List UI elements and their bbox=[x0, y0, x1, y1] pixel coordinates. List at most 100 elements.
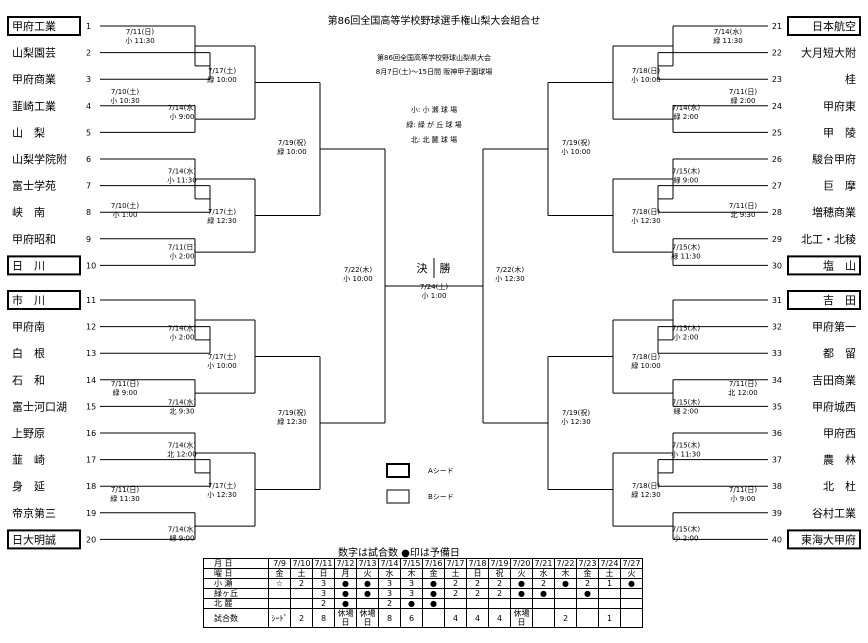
schedule-row-label: 曜 日 bbox=[203, 568, 269, 579]
team-name: 吉 田 bbox=[823, 294, 856, 307]
schedule-cell: ● bbox=[532, 588, 555, 599]
team-number: 21 bbox=[772, 22, 782, 31]
match-date: 7/11(日) bbox=[729, 88, 757, 96]
schedule-cell: ● bbox=[620, 578, 643, 589]
match-date: 7/19(祝) bbox=[278, 138, 306, 147]
team-number: 34 bbox=[772, 376, 782, 385]
schedule-cell: 土 bbox=[444, 568, 467, 579]
team-number: 13 bbox=[86, 349, 96, 358]
schedule-cell: 8 bbox=[378, 608, 401, 628]
schedule-cell: 7/16 bbox=[422, 558, 445, 569]
match-time: 緑 11:30 bbox=[713, 36, 742, 45]
team-name: 駿台甲府 bbox=[812, 152, 856, 166]
match-time: 小 9:00 bbox=[731, 494, 756, 503]
schedule-cell: 祝 bbox=[488, 568, 511, 579]
match-time: 北 9:30 bbox=[731, 211, 756, 219]
team-name: 甲府工業 bbox=[12, 19, 56, 33]
team-number: 16 bbox=[86, 429, 96, 438]
schedule-cell: 6 bbox=[400, 608, 423, 628]
team-name: 塩 山 bbox=[823, 258, 856, 272]
schedule-cell: 4 bbox=[488, 608, 511, 628]
match-time: 小 12:30 bbox=[561, 417, 590, 426]
schedule-cell: 日 bbox=[312, 568, 335, 579]
schedule-cell bbox=[422, 608, 445, 628]
schedule-cell: 7/12 bbox=[334, 558, 357, 569]
schedule-cell: 7/27 bbox=[620, 558, 643, 569]
schedule-cell: 2 bbox=[444, 578, 467, 589]
a-seed-box bbox=[7, 290, 81, 310]
team-number: 37 bbox=[772, 456, 782, 465]
schedule-cell: 月 bbox=[334, 568, 357, 579]
match-time: 小 11:30 bbox=[167, 176, 196, 185]
page-title: 第86回全国高等学校野球選手権山梨大会組合せ bbox=[328, 14, 541, 27]
match-date: 7/19(祝) bbox=[562, 138, 590, 147]
team-number: 1 bbox=[86, 22, 91, 31]
match-time: 緑 2:00 bbox=[674, 112, 699, 121]
schedule-cell: 2 bbox=[466, 588, 489, 599]
match-time: 緑 12:30 bbox=[277, 417, 306, 426]
venue-key-1: 小: 小 瀬 球 場 bbox=[411, 105, 457, 114]
schedule-cell: 7/9 bbox=[268, 558, 291, 569]
match-time: 小 1:00 bbox=[113, 210, 138, 219]
schedule-cell: 2 bbox=[378, 598, 401, 609]
match-time: 小 10:30 bbox=[110, 96, 139, 105]
a-seed-box bbox=[787, 529, 861, 550]
team-number: 2 bbox=[86, 49, 91, 58]
schedule-cell bbox=[554, 598, 577, 609]
team-name: 増穂商業 bbox=[812, 205, 856, 219]
a-seed-swatch bbox=[386, 463, 410, 478]
match-date: 7/14(水) bbox=[168, 103, 196, 112]
match-date: 7/11(日) bbox=[168, 243, 196, 251]
match-time: 小 12:30 bbox=[495, 274, 524, 283]
schedule-cell: 土 bbox=[290, 568, 313, 579]
team-number: 5 bbox=[86, 128, 91, 137]
match-time: 北 9:30 bbox=[170, 407, 195, 415]
match-date: 7/18(日) bbox=[632, 208, 660, 216]
team-name: 甲府商業 bbox=[12, 72, 56, 86]
a-seed-box bbox=[787, 290, 861, 310]
match-time: 小 2:00 bbox=[674, 333, 699, 342]
schedule-row: 曜 日金土日月火水木金土日祝火水木金土火 bbox=[203, 568, 643, 579]
team-number: 40 bbox=[772, 535, 782, 544]
schedule-cell: 2 bbox=[444, 588, 467, 599]
schedule-cell: 3 bbox=[378, 588, 401, 599]
schedule-cell: 金 bbox=[422, 568, 445, 579]
team-number: 18 bbox=[86, 482, 96, 491]
schedule-cell bbox=[268, 598, 291, 609]
match-date: 7/19(祝) bbox=[278, 408, 306, 417]
subtitle-bottom: 8月7日(土)〜15日間 阪神甲子園球場 bbox=[376, 67, 493, 76]
match-date: 7/22(木) bbox=[344, 265, 372, 274]
team-name: 白 根 bbox=[12, 346, 45, 360]
schedule-cell bbox=[466, 598, 489, 609]
a-seed-box bbox=[7, 255, 81, 276]
team-name: 日 川 bbox=[12, 259, 45, 272]
match-date: 7/19(祝) bbox=[562, 408, 590, 417]
team-number: 27 bbox=[772, 182, 782, 191]
team-number: 26 bbox=[772, 155, 782, 164]
team-name: 上野原 bbox=[12, 427, 45, 440]
match-time: 緑 12:30 bbox=[207, 216, 236, 225]
match-time: 小 2:00 bbox=[170, 333, 195, 342]
match-time: 小 10:00 bbox=[631, 75, 660, 84]
team-number: 17 bbox=[86, 456, 96, 465]
schedule-cell: 7/14 bbox=[378, 558, 401, 569]
schedule-cell bbox=[620, 598, 643, 609]
schedule-cell: ● bbox=[554, 578, 577, 589]
team-name: 東海大甲府 bbox=[801, 532, 856, 546]
team-number: 9 bbox=[86, 235, 91, 244]
team-number: 25 bbox=[772, 128, 782, 137]
schedule-cell: ｼｰﾄﾞ bbox=[268, 608, 291, 628]
match-time: 緑 10:00 bbox=[277, 147, 306, 156]
schedule-cell: 2 bbox=[488, 578, 511, 589]
team-number: 28 bbox=[772, 208, 782, 217]
schedule-cell bbox=[620, 588, 643, 599]
final-time: 小 1:00 bbox=[422, 291, 447, 300]
schedule-cell: 7/22 bbox=[554, 558, 577, 569]
team-number: 24 bbox=[772, 102, 782, 111]
team-number: 38 bbox=[772, 482, 782, 491]
team-number: 23 bbox=[772, 75, 782, 84]
match-time: 緑 11:30 bbox=[110, 494, 139, 503]
